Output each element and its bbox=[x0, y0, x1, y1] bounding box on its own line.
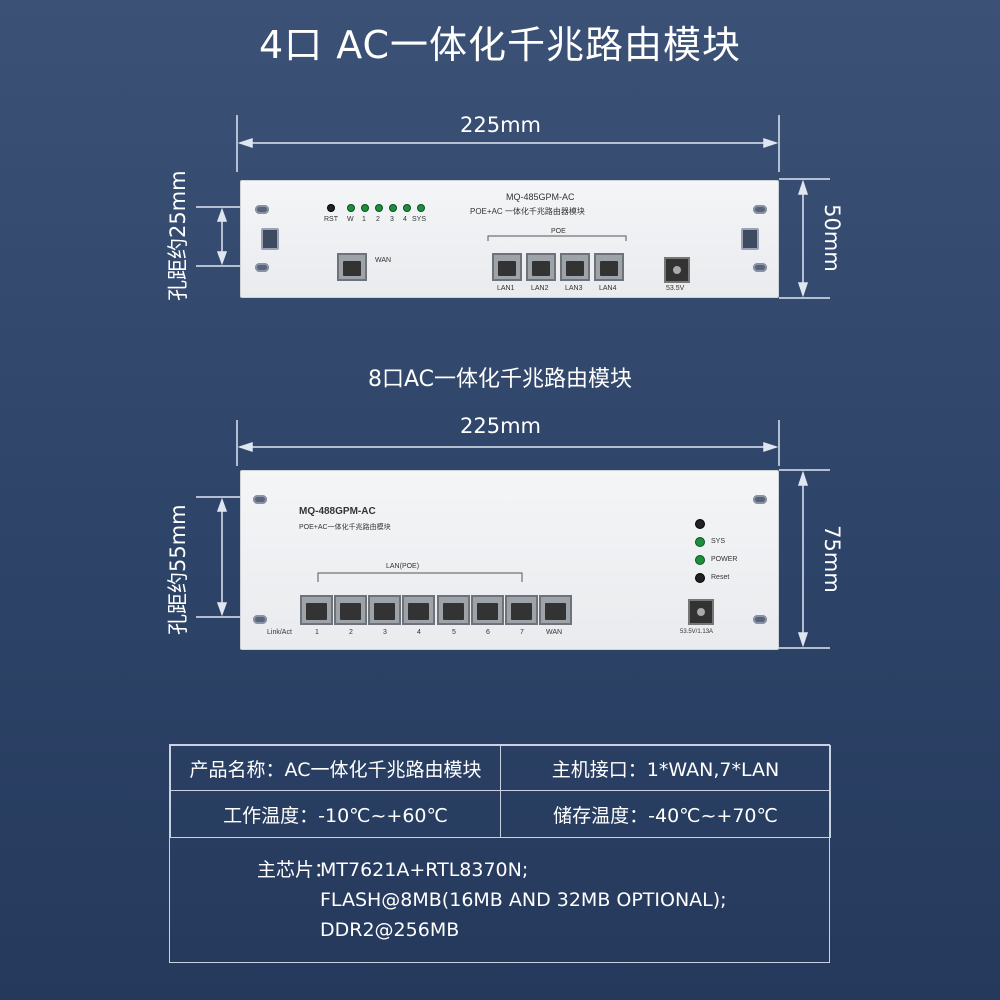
lan-port bbox=[300, 595, 333, 625]
power-label: 53.5V bbox=[666, 285, 685, 292]
lan-label: LAN4 bbox=[599, 285, 617, 292]
power-jack bbox=[664, 257, 690, 283]
power-led-label: POWER bbox=[711, 556, 738, 563]
wan-port bbox=[337, 253, 367, 281]
lan-port bbox=[526, 253, 556, 281]
spec-table: 产品名称：AC一体化千兆路由模块 主机接口：1*WAN,7*LAN 工作温度：-… bbox=[169, 744, 831, 963]
lan-label: LAN3 bbox=[565, 285, 583, 292]
mount-hole bbox=[753, 263, 767, 272]
lan-port bbox=[505, 595, 538, 625]
sys-label: SYS bbox=[711, 538, 726, 545]
device2-subtitle: POE+AC一体化千兆路由模块 bbox=[299, 524, 391, 531]
led-indicator bbox=[418, 205, 424, 211]
port-label: WAN bbox=[546, 629, 563, 636]
lan-port bbox=[492, 253, 522, 281]
device1-width-label: 225mm bbox=[460, 113, 541, 137]
led-label: SYS bbox=[412, 216, 427, 223]
led-indicator bbox=[404, 205, 410, 211]
led-label: RST bbox=[324, 216, 338, 223]
sys-led bbox=[696, 538, 704, 546]
mount-hook bbox=[741, 228, 759, 250]
poe-label: POE bbox=[551, 228, 566, 235]
lan-port bbox=[368, 595, 401, 625]
device1-subtitle: POE+AC 一体化千兆路由器模块 bbox=[470, 207, 585, 216]
mount-hole bbox=[253, 615, 267, 624]
title-4port: 4口 AC一体化千兆路由模块 bbox=[258, 23, 742, 67]
mount-hole bbox=[253, 495, 267, 504]
port-label: 6 bbox=[486, 629, 490, 636]
lan-port bbox=[334, 595, 367, 625]
device1-hole-label: 孔距约25mm bbox=[166, 170, 190, 301]
device2-hole-label: 孔距约55mm bbox=[166, 504, 190, 635]
mount-hole bbox=[255, 205, 269, 214]
lan-poe-label: LAN(POE) bbox=[386, 563, 420, 570]
product-name-cell: 产品名称：AC一体化千兆路由模块 bbox=[170, 745, 501, 791]
led-label: 1 bbox=[362, 216, 366, 223]
port-label: 1 bbox=[315, 629, 319, 636]
led-label: 3 bbox=[390, 216, 394, 223]
mount-hole bbox=[753, 495, 767, 504]
device1-panel: RST W 1 2 3 4 SYS MQ-485GPM-AC POE+AC 一体… bbox=[240, 180, 779, 298]
lan-port bbox=[402, 595, 435, 625]
mount-hook bbox=[261, 228, 279, 250]
led-indicator bbox=[696, 520, 704, 528]
mount-hole bbox=[255, 263, 269, 272]
lan-port bbox=[471, 595, 504, 625]
mount-hole bbox=[753, 615, 767, 624]
port-label: 2 bbox=[349, 629, 353, 636]
power-jack bbox=[688, 599, 714, 625]
wan-label: WAN bbox=[375, 257, 392, 264]
device2-width-label: 225mm bbox=[460, 414, 541, 438]
power-led bbox=[696, 556, 704, 564]
device2-model: MQ-488GPM-AC bbox=[299, 506, 376, 517]
port-label: 5 bbox=[452, 629, 456, 636]
led-indicator bbox=[390, 205, 396, 211]
link-act-label: Link/Act bbox=[267, 629, 292, 636]
led-indicator bbox=[376, 205, 382, 211]
chip-label: 主芯片： bbox=[257, 859, 334, 881]
led-indicator bbox=[348, 205, 354, 211]
wan-port bbox=[539, 595, 572, 625]
power-label: 53.5V/1.13A bbox=[680, 629, 714, 635]
interface-cell: 主机接口：1*WAN,7*LAN bbox=[500, 745, 831, 791]
lan-poe-bracket bbox=[317, 572, 523, 582]
device1-height-label: 50mm bbox=[820, 204, 844, 272]
lan-label: LAN1 bbox=[497, 285, 515, 292]
storage-temp-cell: 储存温度：-40℃~+70℃ bbox=[500, 790, 831, 838]
led-label: 2 bbox=[376, 216, 380, 223]
chip-line: DDR2@256MB bbox=[320, 919, 460, 941]
lan-label: LAN2 bbox=[531, 285, 549, 292]
lan-port bbox=[560, 253, 590, 281]
reset-button bbox=[696, 574, 704, 582]
poe-bracket bbox=[487, 235, 627, 241]
led-label: W bbox=[347, 216, 354, 223]
device1-model: MQ-485GPM-AC bbox=[506, 192, 575, 202]
device2-panel: MQ-488GPM-AC POE+AC一体化千兆路由模块 LAN(POE) Li… bbox=[240, 470, 779, 650]
led-label: 4 bbox=[403, 216, 407, 223]
lan-port bbox=[437, 595, 470, 625]
lan-port bbox=[594, 253, 624, 281]
device2-height-label: 75mm bbox=[820, 525, 844, 593]
operating-temp-cell: 工作温度：-10℃~+60℃ bbox=[170, 790, 501, 838]
mount-hole bbox=[753, 205, 767, 214]
reset-label: Reset bbox=[711, 574, 730, 581]
port-label: 7 bbox=[520, 629, 524, 636]
port-label: 3 bbox=[383, 629, 387, 636]
title-8port: 8口AC一体化千兆路由模块 bbox=[367, 367, 633, 392]
chip-line: MT7621A+RTL8370N; bbox=[320, 859, 529, 881]
port-label: 4 bbox=[417, 629, 421, 636]
chip-line: FLASH@8MB(16MB AND 32MB OPTIONAL); bbox=[320, 889, 727, 911]
led-indicator bbox=[328, 205, 334, 211]
led-indicator bbox=[362, 205, 368, 211]
